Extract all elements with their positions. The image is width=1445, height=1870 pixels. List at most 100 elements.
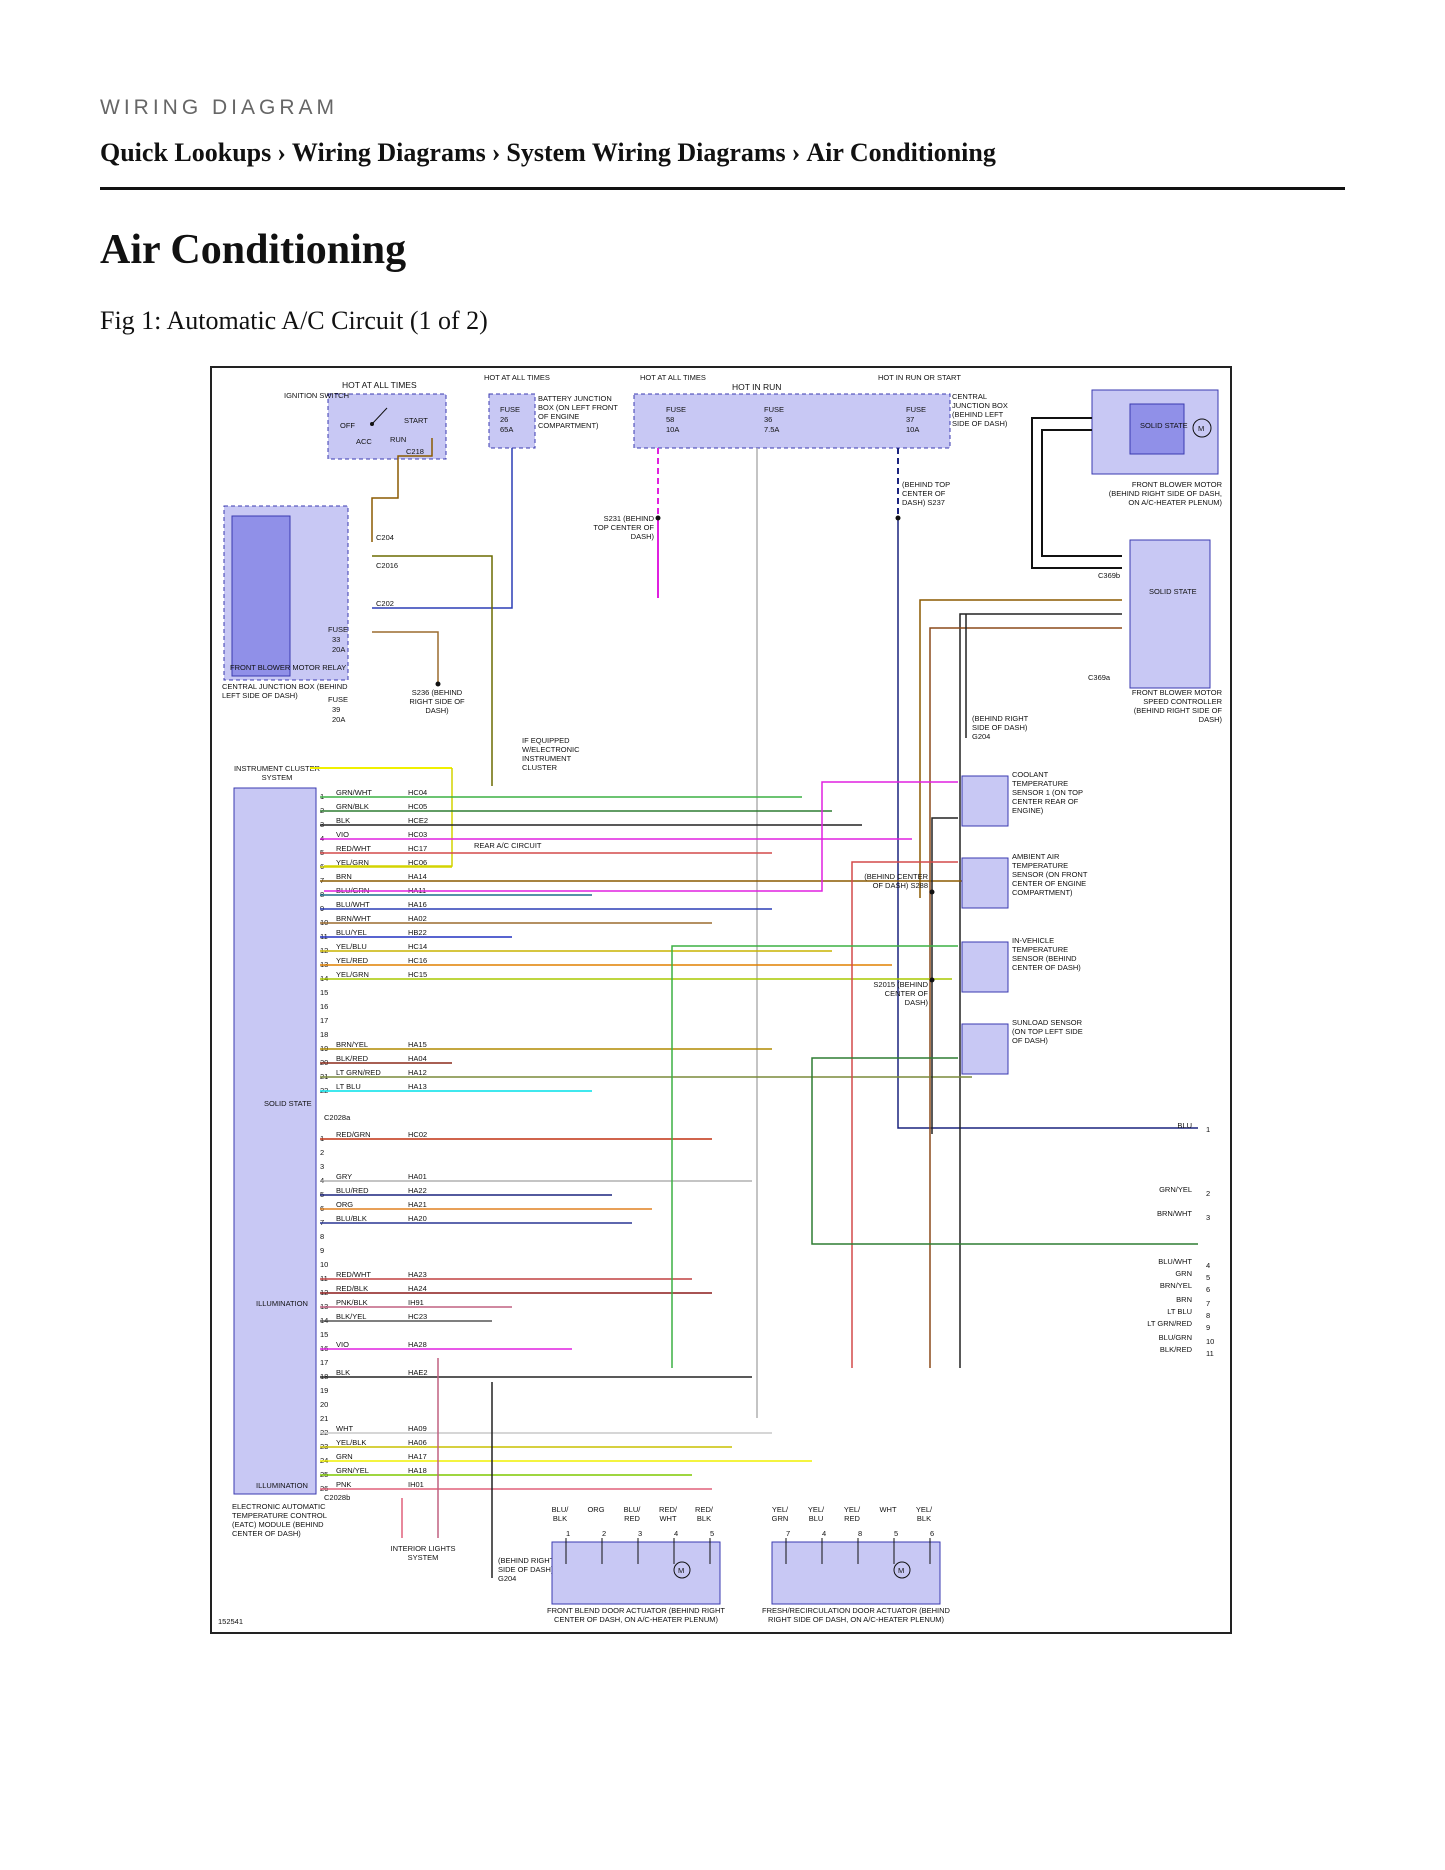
pin-circuit-id: HC04: [408, 788, 427, 797]
pin-wire-color: RED/WHT: [336, 844, 371, 853]
pin-wire-color: LT BLU: [336, 1082, 361, 1091]
eatc-solid-state-label: SOLID STATE: [264, 1099, 312, 1108]
pin-wire-color: ORG: [336, 1200, 353, 1209]
pin-wire-color: GRN: [336, 1452, 353, 1461]
breadcrumb-wiring-diagrams[interactable]: Wiring Diagrams: [291, 138, 486, 167]
pin-circuit-id: HC02: [408, 1130, 427, 1139]
pin-circuit-id: HA02: [408, 914, 427, 923]
front-blower-motor-label: FRONT BLOWER MOTOR (BEHIND RIGHT SIDE OF…: [1109, 480, 1222, 507]
if-equipped-note: IF EQUIPPED W/ELECTRONIC INSTRUMENT CLUS…: [522, 736, 580, 772]
coolant-temp-sensor-label: COOLANT TEMPERATURE SENSOR 1 (ON TOP CEN…: [1012, 770, 1083, 815]
fuse-39-rating: 20A: [332, 715, 345, 724]
pin-wire-color: GRY: [336, 1172, 352, 1181]
interior-lights-label: INTERIOR LIGHTS SYSTEM: [390, 1544, 455, 1562]
eatc-illumination-2: ILLUMINATION: [256, 1481, 308, 1490]
eatc-module-label: ELECTRONIC AUTOMATIC TEMPERATURE CONTROL…: [232, 1502, 327, 1538]
breadcrumb-separator: ›: [277, 138, 286, 167]
actuator-pin-number: 3: [638, 1529, 642, 1538]
fuse-33-number: 33: [332, 635, 340, 644]
wire-wht-blu: [372, 448, 513, 609]
pin-circuit-id: HAE2: [408, 1368, 428, 1377]
section-label: WIRING DIAGRAM: [100, 96, 338, 119]
pin-circuit-id: HA12: [408, 1068, 427, 1077]
actuator-pin-number: 8: [858, 1529, 862, 1538]
battery-junction-box-label: BATTERY JUNCTION BOX (ON LEFT FRONT OF E…: [538, 394, 618, 430]
pin-wire-color: GRN/WHT: [336, 788, 372, 797]
pin-wire-color: BLU/BLK: [336, 1214, 367, 1223]
in-vehicle-sensor-label: IN-VEHICLE TEMPERATURE SENSOR (BEHIND CE…: [1012, 936, 1081, 972]
wire-red-wht-ambient: [851, 861, 958, 1368]
breadcrumb-air-conditioning[interactable]: Air Conditioning: [806, 138, 996, 167]
blower-motor-symbol: [1192, 418, 1212, 438]
pin-circuit-id: HA18: [408, 1466, 427, 1475]
actuator-wire-label: RED: [844, 1514, 860, 1523]
pin-circuit-id: HC16: [408, 956, 427, 965]
central-junction-box-top: [633, 393, 951, 449]
pin-wire-color: LT GRN/RED: [336, 1068, 381, 1077]
actuator-wire-label: BLK: [697, 1514, 711, 1523]
splice-s236-label: S236 (BEHIND RIGHT SIDE OF DASH): [409, 688, 464, 715]
splice-s231: [655, 515, 661, 521]
pin-circuit-id: HC05: [408, 802, 427, 811]
pin-number: 19: [320, 1386, 328, 1395]
connector-c369a: C369a: [1088, 673, 1111, 682]
central-junction-box-left-label: CENTRAL JUNCTION BOX (BEHIND LEFT SIDE O…: [222, 682, 348, 700]
rear-ac-label: REAR A/C CIRCUIT: [474, 841, 542, 850]
battery-junction-box: [488, 393, 536, 449]
pin-circuit-id: HA16: [408, 900, 427, 909]
front-blower-motor-relay: [231, 515, 291, 677]
wire-red-grn-ign: [371, 438, 433, 542]
breadcrumb-separator: ›: [491, 138, 501, 167]
pin-circuit-id: HCE2: [408, 816, 428, 825]
wire-brn-wht-hho1: [919, 599, 1122, 898]
ign-acc-label: ACC: [356, 437, 372, 446]
fuse-58-label: FUSE: [666, 405, 686, 414]
recirc-motor-letter: M: [898, 1566, 904, 1575]
pin-circuit-id: HA15: [408, 1040, 427, 1049]
breadcrumb-system-wiring-diagrams[interactable]: System Wiring Diagrams: [506, 138, 786, 167]
pin-wire-color: BLK/RED: [336, 1054, 369, 1063]
actuator-pin-number: 4: [822, 1529, 826, 1538]
recirc-actuator-motor-symbol: [893, 1561, 911, 1579]
pin-wire-color: VIO: [336, 1340, 349, 1349]
figure-caption: Fig 1: Automatic A/C Circuit (1 of 2): [100, 306, 488, 335]
wire-red-grn-hc02: [929, 627, 1122, 1368]
connector-a-pins: 1GRN/WHTHC042GRN/BLKHC053BLKHCE24VIOHC03…: [320, 788, 972, 1095]
pin-number: 8: [320, 1232, 324, 1241]
pin-circuit-id: HB22: [408, 928, 427, 937]
pin-number: 17: [320, 1016, 328, 1025]
ign-off-label: OFF: [340, 421, 355, 430]
blend-actuator-motor-symbol: [673, 1561, 691, 1579]
pin-circuit-id: HA14: [408, 872, 427, 881]
output-pin-number: 3: [1206, 1213, 1210, 1222]
wire-blu-output-1: [897, 516, 1198, 1129]
pin-wire-color: BRN: [336, 872, 352, 881]
fuse-37-number: 37: [906, 415, 914, 424]
actuator-wire-label: YEL/: [916, 1505, 933, 1514]
actuator-wire-label: RED/: [695, 1505, 714, 1514]
output-pin-number: 10: [1206, 1337, 1214, 1346]
ground-g204-lower-label: (BEHIND RIGHT SIDE OF DASH) G204: [498, 1556, 554, 1583]
splice-s288-label: (BEHIND CENTER OF DASH) S288: [864, 872, 928, 890]
output-wire-label: BLU/WHT: [1158, 1257, 1192, 1266]
wire-nca-2: [1031, 417, 1122, 569]
actuator-wire-label: BLU/: [552, 1505, 570, 1514]
breadcrumb-quick-lookups[interactable]: Quick Lookups: [100, 138, 272, 167]
blend-motor-letter: M: [678, 1566, 684, 1575]
actuator-pin-number: 7: [786, 1529, 790, 1538]
pin-circuit-id: HA20: [408, 1214, 427, 1223]
actuator-wire-label: BLU/: [624, 1505, 642, 1514]
actuator-wire-label: BLK: [553, 1514, 567, 1523]
actuator-wire-label: WHT: [659, 1514, 676, 1523]
ignition-switch-contact: [371, 407, 388, 425]
fuse-33-rating: 20A: [332, 645, 345, 654]
fuse-39-label: FUSE: [328, 695, 348, 704]
fuse-36-number: 36: [764, 415, 772, 424]
pin-circuit-id: HC23: [408, 1312, 427, 1321]
output-wire-label: BRN/YEL: [1160, 1281, 1192, 1290]
hot-label-3: HOT AT ALL TIMES: [640, 373, 706, 382]
output-pin-number: 4: [1206, 1261, 1210, 1270]
ignition-switch-box: [327, 393, 447, 460]
fuse-26-rating: 65A: [500, 425, 513, 434]
